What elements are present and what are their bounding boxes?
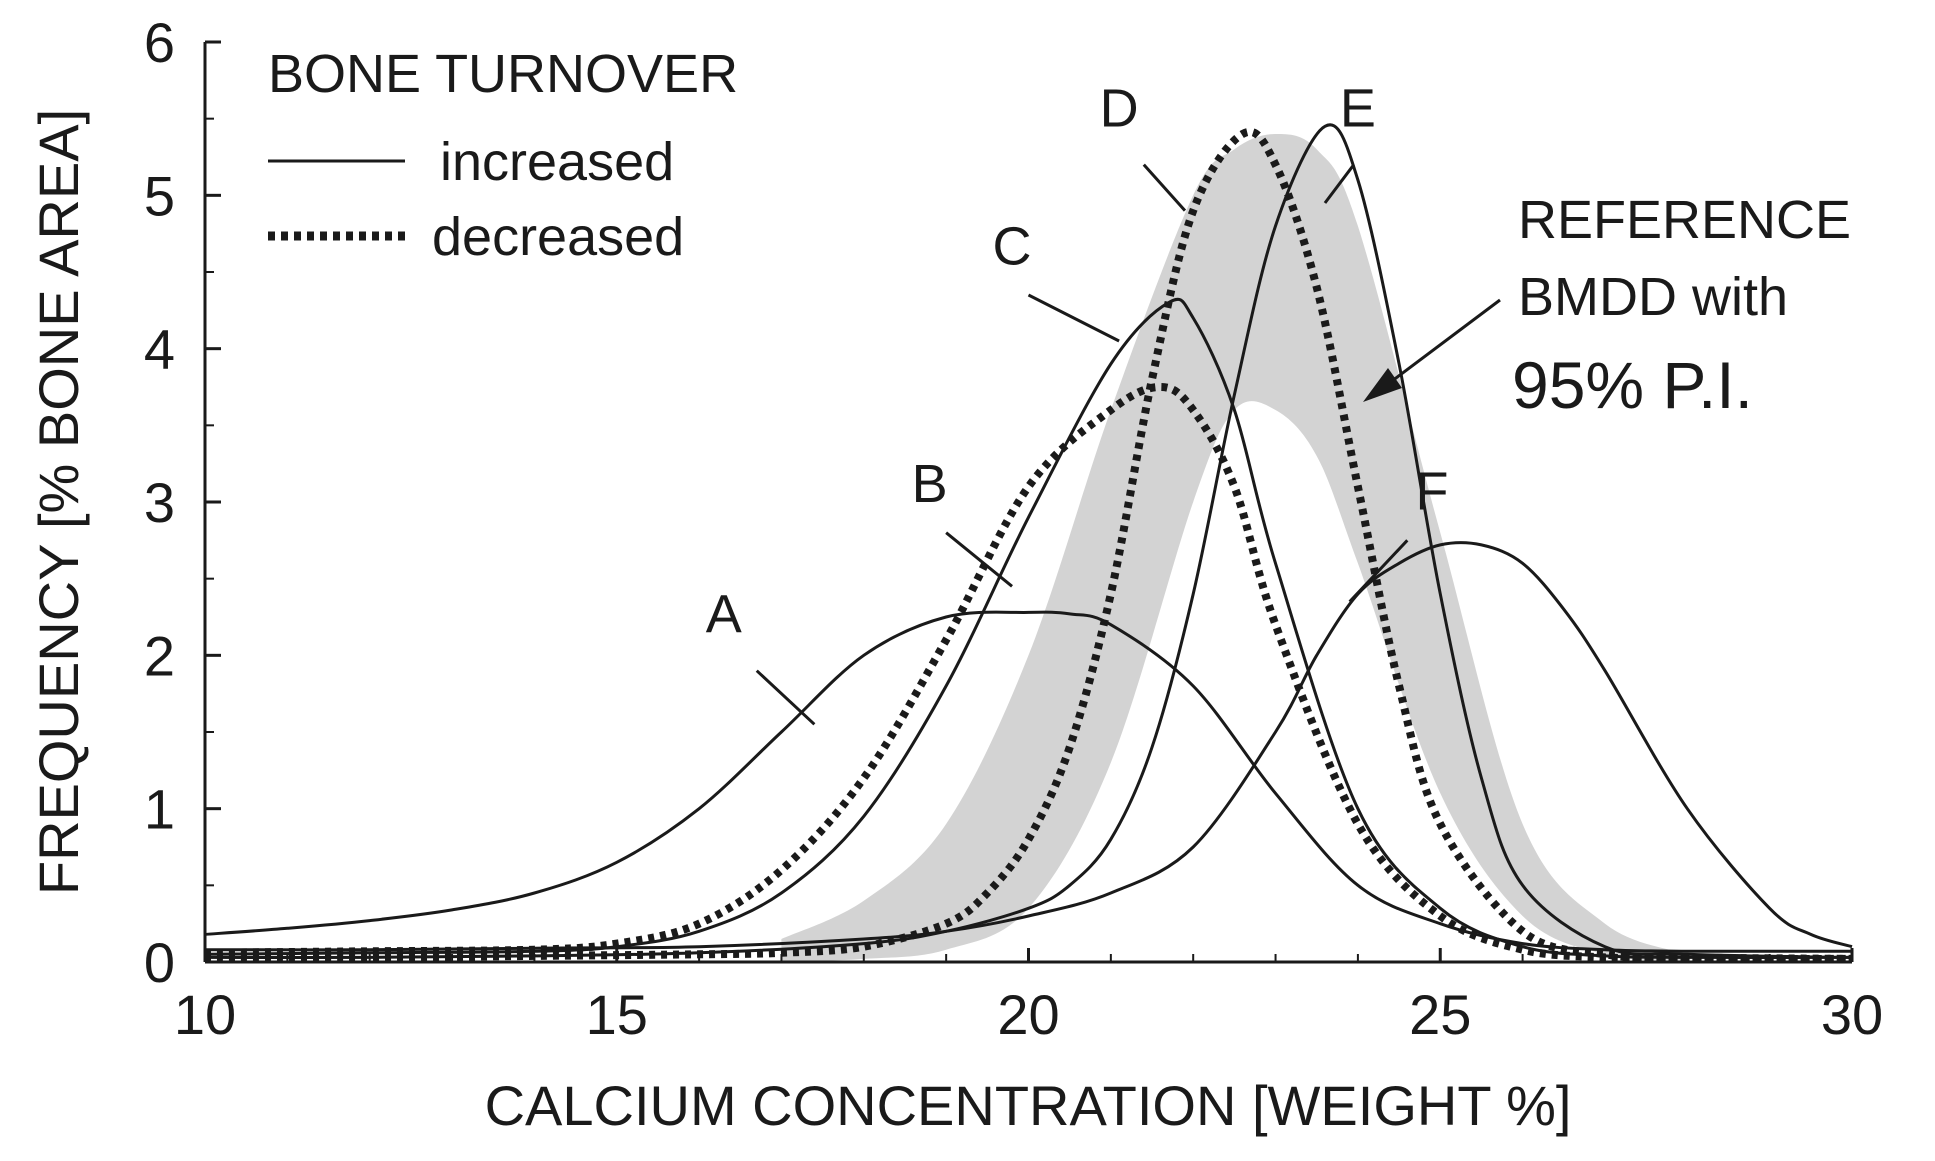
curve-leader-c xyxy=(1027,293,1120,343)
curve-label-a: A xyxy=(706,584,742,644)
x-tick-label: 15 xyxy=(586,983,648,1046)
curve-leader-a xyxy=(755,669,816,726)
reference-band-area xyxy=(781,134,1688,962)
curve-label-c: C xyxy=(993,216,1032,276)
curve-e xyxy=(204,123,1853,960)
curve-leader-d xyxy=(1142,163,1187,212)
y-tick-label: 0 xyxy=(144,931,175,994)
reference-band-layer xyxy=(781,134,1688,962)
curve-f xyxy=(204,541,1853,952)
x-tick-label: 20 xyxy=(997,983,1059,1046)
ticks-layer: 10 15 20 25 30 0 1 2 3 4 5 6 xyxy=(144,11,1883,1046)
reference-annotation: REFERENCE BMDD with 95% P.I. xyxy=(1363,190,1851,422)
y-tick-label: 1 xyxy=(144,778,175,841)
x-tick-label: 10 xyxy=(174,983,236,1046)
x-axis-title: CALCIUM CONCENTRATION [WEIGHT %] xyxy=(485,1074,1572,1137)
curve-leader-b xyxy=(945,531,1013,588)
y-tick-label: 2 xyxy=(144,624,175,687)
curve-label-e: E xyxy=(1340,78,1376,138)
curve-a xyxy=(204,610,1852,953)
annotation-arrow-shaft xyxy=(1379,298,1501,392)
x-tick-label: 25 xyxy=(1409,983,1471,1046)
legend-increased-label: increased xyxy=(440,132,674,192)
curve-b xyxy=(204,382,1853,964)
annotation-bmdd-with: BMDD with xyxy=(1518,267,1788,327)
x-tick-label: 30 xyxy=(1821,983,1883,1046)
curve-leader-e xyxy=(1323,163,1355,204)
y-tick-label: 3 xyxy=(144,471,175,534)
series-layer xyxy=(204,123,1853,964)
curve-label-f: F xyxy=(1416,462,1449,522)
curve-label-d: D xyxy=(1100,78,1139,138)
y-tick-label: 5 xyxy=(144,164,175,227)
curve-labels-layer: A B C D E F xyxy=(706,78,1449,726)
curve-leader-f xyxy=(1348,539,1409,603)
annotation-prediction-interval: 95% P.I. xyxy=(1512,348,1753,422)
y-tick-label: 6 xyxy=(144,11,175,74)
annotation-reference: REFERENCE xyxy=(1518,190,1851,250)
curve-label-b: B xyxy=(912,454,948,514)
legend-decreased-label: decreased xyxy=(432,207,684,267)
y-tick-label: 4 xyxy=(144,318,175,381)
legend: BONE TURNOVER increased decreased xyxy=(268,44,738,267)
legend-title: BONE TURNOVER xyxy=(268,44,738,104)
y-axis-title: FREQUENCY [% BONE AREA] xyxy=(27,109,90,895)
annotation-arrowhead xyxy=(1363,368,1402,402)
